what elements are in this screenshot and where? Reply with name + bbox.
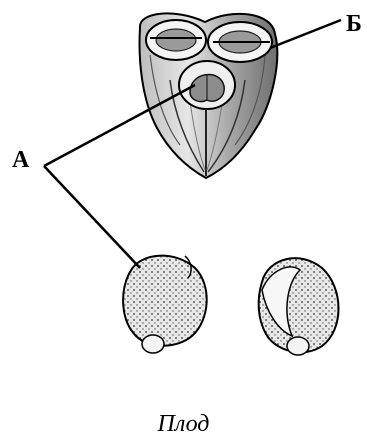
pointer-a-to-seed bbox=[44, 166, 140, 268]
label-a: А bbox=[12, 148, 29, 172]
pointer-b bbox=[270, 20, 341, 48]
seed-front bbox=[123, 256, 207, 353]
label-b: Б bbox=[346, 12, 362, 36]
caption: Плод bbox=[0, 412, 367, 436]
seed-side bbox=[259, 258, 339, 355]
